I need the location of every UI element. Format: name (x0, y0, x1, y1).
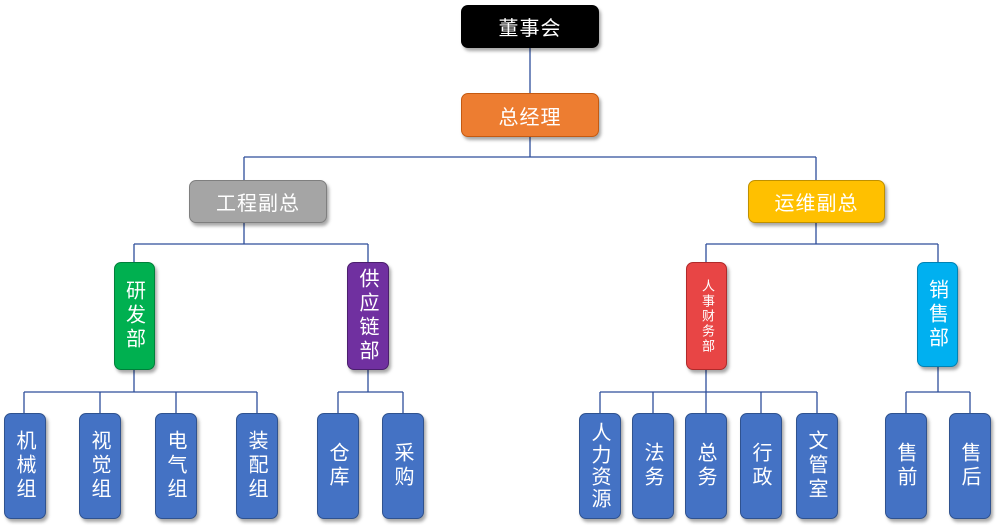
team-label: 行政 (749, 442, 773, 490)
supply-chain-dept-label: 供应链部 (356, 268, 380, 364)
board-node: 董事会 (461, 5, 599, 48)
team-vision: 视觉组 (79, 413, 121, 519)
team-presales: 售前 (885, 413, 927, 519)
rd-dept-node: 研发部 (114, 262, 155, 370)
team-document-control: 文管室 (796, 413, 838, 519)
operations-vp-node: 运维副总 (748, 180, 885, 223)
hr-finance-dept-label: 人事财务部 (699, 278, 714, 354)
team-label: 售后 (958, 442, 982, 490)
supply-chain-dept-node: 供应链部 (347, 262, 389, 370)
team-label: 采购 (391, 442, 415, 490)
team-purchasing: 采购 (382, 413, 424, 519)
team-mechanical: 机械组 (4, 413, 46, 519)
team-label: 视觉组 (88, 430, 112, 502)
team-administration: 行政 (740, 413, 782, 519)
team-warehouse: 仓库 (317, 413, 359, 519)
team-legal: 法务 (632, 413, 674, 519)
team-label: 文管室 (805, 430, 829, 502)
ceo-node: 总经理 (461, 93, 599, 137)
team-human-resources: 人力资源 (579, 413, 621, 519)
operations-vp-label: 运维副总 (774, 191, 859, 215)
team-general-affairs: 总务 (685, 413, 727, 519)
team-aftersales: 售后 (949, 413, 991, 519)
team-electrical: 电气组 (155, 413, 197, 519)
engineering-vp-node: 工程副总 (189, 180, 327, 223)
team-label: 仓库 (326, 442, 350, 490)
engineering-vp-label: 工程副总 (216, 191, 300, 215)
team-assembly: 装配组 (236, 413, 278, 519)
hr-finance-dept-node: 人事财务部 (686, 262, 727, 370)
team-label: 电气组 (164, 430, 188, 502)
rd-dept-label: 研发部 (122, 280, 147, 352)
team-label: 售前 (894, 442, 918, 490)
ceo-label: 总经理 (498, 104, 562, 129)
team-label: 机械组 (13, 430, 37, 502)
team-label: 装配组 (245, 430, 269, 502)
team-label: 人力资源 (588, 422, 612, 510)
team-label: 法务 (641, 442, 665, 490)
sales-dept-node: 销售部 (917, 262, 958, 367)
board-label: 董事会 (498, 16, 562, 40)
team-label: 总务 (694, 442, 718, 490)
sales-dept-label: 销售部 (925, 278, 950, 351)
